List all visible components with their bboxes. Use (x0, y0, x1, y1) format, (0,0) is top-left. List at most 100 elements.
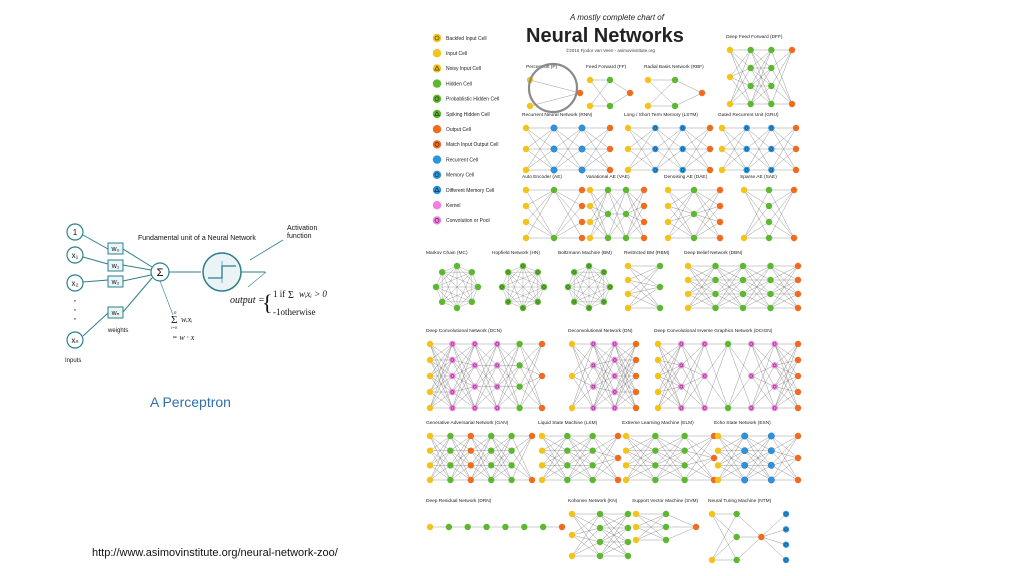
network-diagram: Restricted BM (RBM) (624, 250, 670, 312)
network-edge (525, 189, 555, 207)
network-edge (607, 189, 627, 239)
network-node (640, 218, 648, 226)
network-node (471, 404, 478, 412)
network-node (739, 304, 747, 312)
network-edge (743, 205, 770, 239)
network-node (684, 276, 692, 284)
network-edge (771, 127, 797, 150)
network-edge (567, 450, 593, 481)
network-node (726, 73, 734, 81)
network-node (644, 76, 652, 84)
network-edge (571, 343, 594, 387)
network-edge (588, 272, 604, 309)
network-node (578, 234, 586, 242)
network-node (568, 404, 576, 412)
network-edge (681, 343, 705, 366)
network-edge (589, 213, 609, 239)
network-edge (715, 293, 744, 309)
network-node (768, 46, 775, 54)
network-node (622, 210, 630, 218)
network-label: Deep Convolutional Inverse Graphics Netw… (654, 328, 773, 334)
network-edge (589, 205, 609, 215)
network-node (494, 404, 501, 412)
network-edge (541, 435, 568, 481)
network-edge (442, 272, 479, 288)
network-edge (491, 435, 512, 466)
network-edge (684, 450, 715, 481)
network-node (611, 356, 618, 364)
network-edge (470, 465, 492, 481)
network-edge (655, 435, 685, 466)
network-node (678, 362, 685, 369)
network-node (664, 218, 672, 226)
network-edge (574, 272, 604, 302)
network-edge (508, 272, 538, 302)
network-node (538, 462, 546, 469)
network-edge (774, 391, 799, 409)
network-node (698, 89, 706, 97)
network-edge (693, 221, 721, 239)
network-edge (541, 465, 568, 481)
network-edge (657, 343, 682, 409)
network-node (585, 304, 593, 312)
legend-item: Memory Cell (432, 170, 474, 179)
legend-item: Input Cell (432, 49, 467, 58)
network-node (654, 388, 662, 396)
network-node (768, 432, 775, 440)
network-node (726, 100, 734, 108)
network-node (578, 124, 586, 132)
input-label-xn: xₙ (71, 336, 78, 345)
network-node (589, 432, 596, 440)
network-edge (589, 189, 609, 207)
network-edge (657, 365, 682, 393)
network-edge (474, 343, 498, 387)
network-label: Extreme Learning Machine (ELM) (622, 420, 694, 426)
network-edge (452, 343, 475, 377)
legend-label: Hidden Cell (446, 81, 472, 87)
sum-sigma: Σ (171, 314, 177, 326)
legend-swatch (432, 33, 442, 43)
network-label: Markov Chain (MC) (426, 250, 468, 256)
network-edge (581, 127, 611, 150)
network-edge (751, 365, 775, 409)
network-edge (501, 286, 538, 302)
network-edge (571, 527, 601, 536)
network-edge (571, 541, 601, 557)
network-edge (751, 343, 775, 409)
network-edge (744, 435, 772, 466)
legend-label: Kernel (446, 203, 460, 209)
network-node (474, 283, 482, 291)
network-edge (774, 365, 799, 393)
network-node (771, 362, 778, 369)
network-edge (593, 343, 615, 393)
network-node (585, 262, 593, 270)
network-edge (519, 375, 543, 387)
network-node (519, 262, 527, 270)
network-node (622, 432, 630, 440)
weight-label-wn: wₙ (111, 310, 120, 317)
network-diagram: Feed Forward (FF) (586, 64, 634, 110)
network-edge (693, 213, 721, 223)
network-node (432, 283, 440, 291)
network-edge (497, 343, 520, 409)
network-edge (750, 85, 772, 105)
network-edge (768, 205, 795, 239)
network-edge (743, 221, 770, 239)
network-node (741, 476, 748, 484)
network-edge (627, 265, 661, 288)
network-edge (627, 127, 656, 150)
source-url[interactable]: http://www.asimovinstitute.org/neural-ne… (92, 547, 338, 559)
network-node (426, 388, 434, 396)
network-node (771, 340, 778, 348)
network-edge (746, 148, 772, 171)
network-diagram: Deep Belief Network (DBN) (684, 250, 802, 312)
network-node (604, 234, 612, 242)
network-diagram: Echo State Network (ESN) (714, 420, 802, 484)
network-node (792, 166, 800, 174)
network-edge (607, 189, 627, 215)
activation-label-line2: function (287, 233, 312, 240)
network-edge (470, 435, 492, 481)
network-edge (474, 343, 498, 366)
network-edge (571, 375, 594, 409)
network-node (794, 372, 802, 380)
